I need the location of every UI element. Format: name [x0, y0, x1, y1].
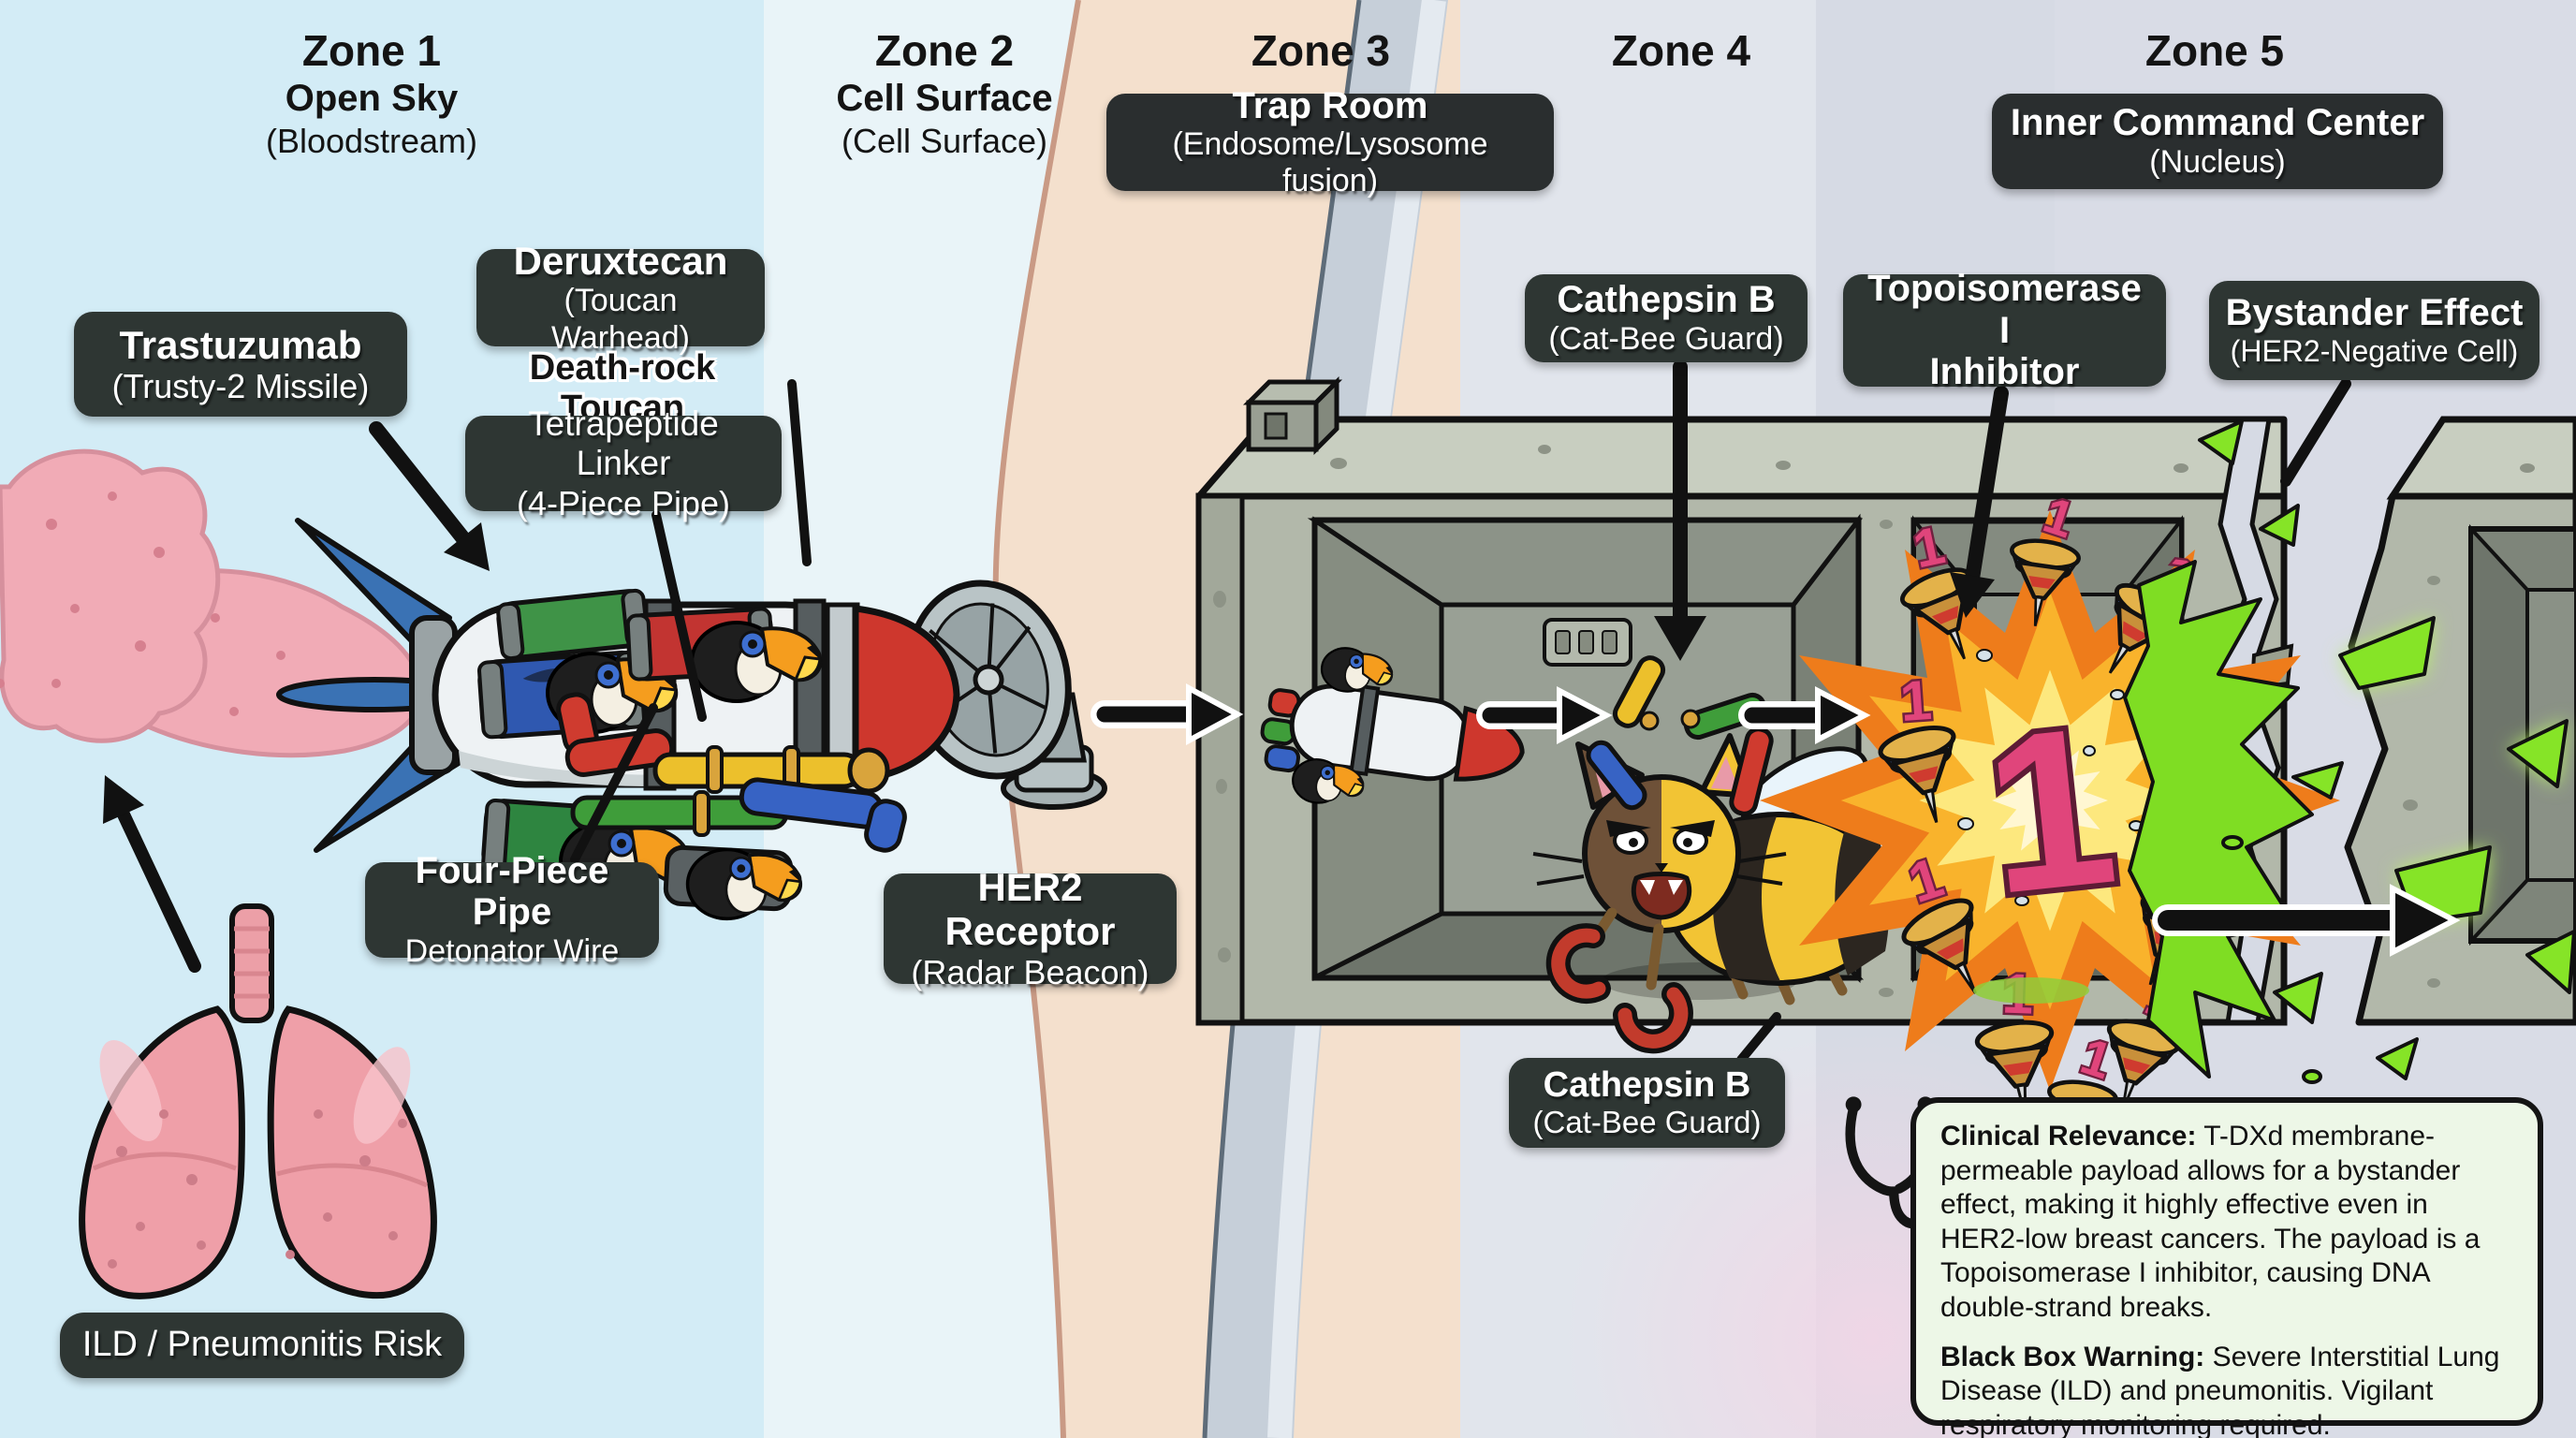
zone5-header: Zone 5: [2027, 26, 2402, 76]
clinical-relevance-text: T-DXd membrane-permeable payload allows …: [1940, 1121, 2481, 1323]
four-piece-pipe-note: Detonator Wire: [404, 933, 620, 970]
black-box-warning-paragraph: Black Box Warning: Severe Interstitial L…: [1940, 1341, 2515, 1438]
label-topoisomerase-inhibitor: Topoisomerase I Inhibitor: [1843, 268, 2166, 392]
zone3-header: Zone 3: [1134, 26, 1508, 76]
bystander-title: Bystander Effect: [2225, 292, 2524, 334]
zone1-subtitle: Open Sky: [285, 77, 459, 119]
label-four-piece-pipe: Four-Piece Pipe Detonator Wire: [365, 850, 659, 969]
zone5-command-center-label: Inner Command Center (Nucleus): [1992, 94, 2443, 189]
black-box-warning-label: Black Box Warning:: [1940, 1341, 2205, 1372]
lungs: [79, 903, 437, 1299]
zone4-header: Zone 4: [1494, 26, 1868, 76]
bystander-note: (HER2-Negative Cell): [2230, 334, 2519, 368]
arrow-dish-to-bunker: [1090, 682, 1244, 746]
keypad: [1543, 618, 1632, 667]
ild-risk-text: ILD / Pneumonitis Risk: [81, 1325, 443, 1365]
label-cathepsin-b-top: Cathepsin B (Cat-Bee Guard): [1525, 274, 1808, 362]
four-piece-pipe-title: Four-Piece Pipe: [415, 849, 609, 933]
explosion: 1: [1760, 482, 2340, 1172]
zone1-title: Zone 1: [301, 26, 442, 75]
tetrapeptide-title: Tetrapeptide Linker: [528, 404, 719, 483]
zone2-note: (Cell Surface): [841, 121, 1048, 160]
arrow-bystander-through-wall: [2152, 884, 2461, 957]
clinical-relevance-label: Clinical Relevance:: [1940, 1121, 2197, 1152]
label-her2-receptor: HER2 Receptor (Radar Beacon): [884, 865, 1177, 991]
four-piece-pipe-linker: [556, 692, 907, 853]
line-linker-to-pipe: [651, 510, 707, 722]
arrow-trastuzumab-to-missile: [369, 421, 490, 571]
line-pipe-to-label: [570, 703, 658, 864]
label-bystander-effect: Bystander Effect (HER2-Negative Cell): [2209, 281, 2539, 380]
label-trastuzumab: Trastuzumab (Trusty-2 Missile): [74, 312, 407, 417]
line-deathrock-to-toucan: [787, 379, 812, 566]
deruxtecan-note: (Toucan Warhead): [550, 283, 691, 356]
arrow-cathepsin-to-catbee: [1654, 360, 1706, 661]
trap-room-title: Trap Room: [1232, 84, 1428, 126]
deruxtecan-title: Deruxtecan: [513, 239, 728, 284]
crab-claw-left: [1545, 923, 1611, 1005]
tetrapeptide-note: (4-Piece Pipe): [516, 483, 731, 522]
zone3-title: Zone 3: [1251, 26, 1391, 75]
label-deruxtecan: Deruxtecan (Toucan Warhead): [476, 239, 765, 356]
command-center-note: (Nucleus): [2149, 143, 2286, 180]
label-tetrapeptide-linker: Tetrapeptide Linker (4-Piece Pipe): [465, 404, 782, 522]
arrow-trap-room-2: [1738, 686, 1871, 744]
zone4-title: Zone 4: [1611, 26, 1751, 75]
arrow-trap-room-1: [1476, 686, 1613, 744]
her2-title: HER2 Receptor: [944, 865, 1116, 954]
arrow-lungs-to-cloud: [103, 775, 201, 973]
missile-in-trap-room: [1260, 643, 1525, 811]
zone3-trap-room-label: Trap Room (Endosome/Lysosome fusion): [1106, 85, 1554, 198]
line-bystander-to-wall: [2280, 378, 2351, 487]
arrow-topo-to-explosion: [1950, 386, 2009, 618]
trastuzumab-title: Trastuzumab: [119, 322, 362, 367]
zone2-header: Zone 2 Cell Surface (Cell Surface): [757, 26, 1132, 161]
cathepsin-top-title: Cathepsin B: [1557, 279, 1776, 321]
dismantled-linker-pipes: [1586, 655, 1774, 816]
trusty2-missile: [276, 518, 960, 934]
trap-room-note: (Endosome/Lysosome fusion): [1172, 126, 1488, 199]
zone1-header: Zone 1 Open Sky (Bloodstream): [184, 26, 559, 161]
line-catbee-to-label: [1736, 1012, 1781, 1064]
topoisomerase-line1: Topoisomerase I: [1867, 267, 2142, 351]
black-box-warning-text: Severe Interstitial Lung Disease (ILD) a…: [1940, 1341, 2500, 1438]
zone2-subtitle: Cell Surface: [836, 77, 1053, 119]
cathepsin-bottom-title: Cathepsin B: [1543, 1064, 1751, 1105]
topoisomerase-line2: Inhibitor: [1929, 351, 2080, 393]
crab-claw-right: [1613, 982, 1693, 1054]
payload-one: 1: [1975, 679, 2126, 941]
her2-note: (Radar Beacon): [911, 953, 1149, 992]
trastuzumab-note: (Trusty-2 Missile): [111, 366, 370, 405]
clinical-relevance-paragraph: Clinical Relevance: T-DXd membrane-perme…: [1940, 1120, 2515, 1326]
label-ild-risk: ILD / Pneumonitis Risk: [60, 1313, 464, 1378]
command-center-title: Inner Command Center: [2010, 102, 2425, 144]
cathepsin-bottom-note: (Cat-Bee Guard): [1532, 1105, 1762, 1140]
zone5-title: Zone 5: [2144, 26, 2285, 75]
arrows: [103, 360, 2461, 1064]
zone1-note: (Bloodstream): [265, 121, 478, 160]
label-cathepsin-b-bottom: Cathepsin B (Cat-Bee Guard): [1509, 1058, 1785, 1148]
cathepsin-top-note: (Cat-Bee Guard): [1548, 320, 1784, 357]
clinical-note-box: Clinical Relevance: T-DXd membrane-perme…: [1910, 1097, 2543, 1438]
her2-radar-dish: [905, 580, 1107, 810]
zone2-title: Zone 2: [874, 26, 1015, 75]
vent-box: [1242, 375, 1343, 456]
